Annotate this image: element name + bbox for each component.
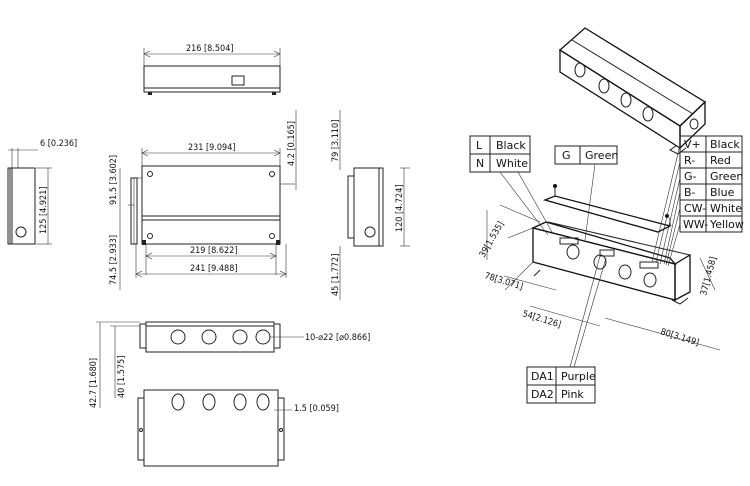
dim-front-width: 231 [9.094]: [188, 143, 236, 153]
ground-wire-table: G Green: [554, 145, 618, 241]
dim-right-total-height: 79 [3.110]: [331, 120, 341, 162]
wire-dim-2-color: Pink: [561, 388, 584, 401]
right-side-view: 79 [3.110] 120 [4.724] 45 [1.772]: [331, 110, 410, 300]
wire-dim-2-code: DA2: [531, 388, 554, 401]
dim-right-height: 120 [4.724]: [395, 184, 405, 232]
dim-iso-height: 39[1.535]: [478, 220, 507, 259]
bottom-plan-view: 1.5 [0.059]: [137, 389, 339, 467]
dim-iso-right-w: 80[3.149]: [659, 327, 700, 348]
dim-top-width: 216 [8.504]: [186, 44, 234, 54]
wire-dc-2-code: G-: [684, 170, 697, 183]
knockout-elevation-view: 10-⌀22 [⌀0.866] 42.7 [1.680] 40 [1.575]: [89, 321, 370, 408]
top-view: 216 [8.504]: [143, 44, 281, 95]
dimming-wire-table: DA1 Purple DA2 Pink: [526, 255, 607, 404]
wire-dc-0-color: Black: [710, 138, 740, 151]
dim-right-lower: 45 [1.772]: [331, 254, 341, 296]
wire-dc-1-color: Red: [710, 154, 731, 167]
iso-open-box: 39[1.535] 78[3.071] 54[2.126] 37[1.458] …: [478, 184, 721, 351]
dim-front-mid-height: 74.5 [2.933]: [109, 235, 119, 285]
wire-dc-2-color: Green: [710, 170, 743, 183]
dim-side-height: 125 [4.921]: [39, 186, 49, 234]
dim-front-inner-height: 91.5 [3.602]: [109, 155, 119, 205]
wire-ac-l-color: Black: [496, 139, 526, 152]
dim-iso-mid: 54[2.126]: [521, 309, 562, 330]
dim-knockouts: 10-⌀22 [⌀0.866]: [305, 333, 370, 343]
dc-wire-table: V+ Black R- Red G- Green B- Blue CW- Whi…: [651, 135, 744, 267]
dim-bottom-height-a: 42.7 [1.680]: [89, 358, 99, 408]
wire-dc-0-code: V+: [684, 138, 701, 151]
dim-iso-left: 78[3.071]: [483, 271, 524, 292]
wire-dc-4-color: White: [710, 202, 742, 215]
front-view: 231 [9.094] 4.2 [0.165] 91.5 [3.602] 74.…: [109, 110, 297, 290]
dim-side-width: 6 [0.236]: [40, 139, 77, 149]
wire-dc-4-code: CW-: [684, 202, 706, 215]
dim-bottom-height-b: 40 [1.575]: [117, 356, 127, 398]
wire-ac-n-code: N: [476, 157, 484, 170]
wire-dim-1-color: Purple: [561, 370, 596, 383]
wire-dc-5-color: Yellow: [709, 218, 744, 231]
wire-ac-l-code: L: [476, 139, 483, 152]
left-side-view: 6 [0.236] 125 [4.921]: [7, 139, 77, 245]
iso-closed-box: [558, 27, 707, 155]
wire-ground-color: Green: [585, 149, 618, 162]
dim-front-inner-width: 219 [8.622]: [190, 246, 238, 256]
dim-flange-height: 4.2 [0.165]: [287, 121, 297, 166]
dim-front-outer-width: 241 [9.488]: [190, 264, 238, 274]
wire-dim-1-code: DA1: [531, 370, 554, 383]
wire-dc-1-code: R-: [684, 154, 695, 167]
dim-iso-right-h: 37[1.458]: [699, 256, 719, 297]
wire-ground-code: G: [562, 149, 571, 162]
dim-wall-thickness: 1.5 [0.059]: [294, 404, 339, 414]
wire-dc-3-code: B-: [684, 186, 696, 199]
wire-dc-5-code: WW-: [683, 218, 708, 231]
ac-wire-table: L Black N White: [469, 135, 553, 236]
wire-dc-3-color: Blue: [710, 186, 735, 199]
wire-ac-n-color: White: [496, 157, 528, 170]
